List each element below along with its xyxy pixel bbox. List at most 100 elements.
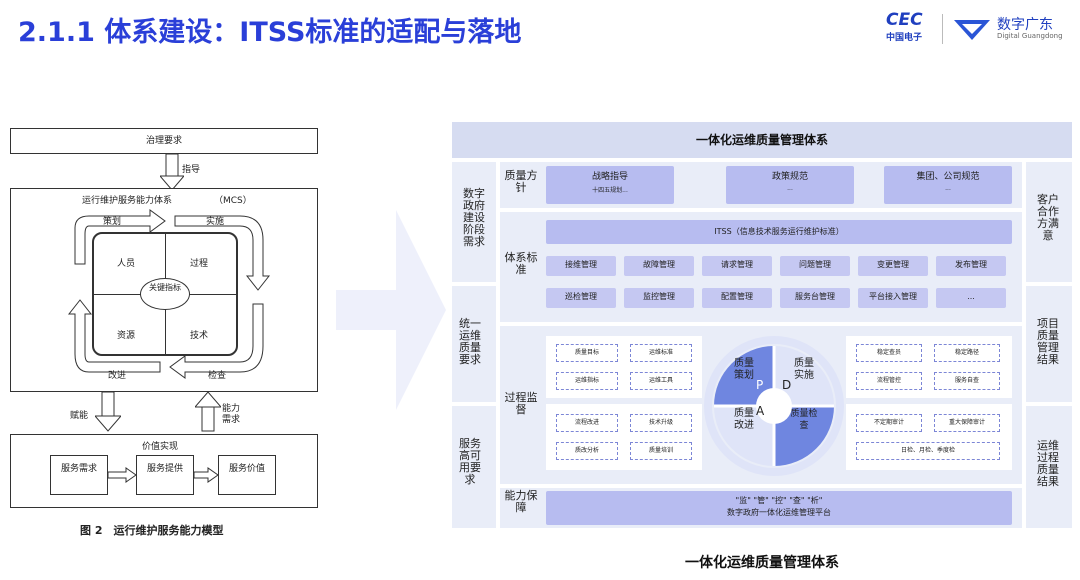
right-diagram-title-bar: 一体化运维质量管理体系 xyxy=(452,122,1072,158)
right-diagram-title: 一体化运维质量管理体系 xyxy=(695,133,828,147)
policy-group-sub: ... xyxy=(945,185,951,192)
pdca-circle-icon xyxy=(704,336,844,476)
process-item: 不定期审计 xyxy=(856,414,922,432)
right-col-block-3 xyxy=(1026,406,1072,528)
policy-regulation-sub: ... xyxy=(787,185,793,192)
process-item: 运维标准 xyxy=(630,344,692,362)
capability-bar: "监" "管" "控" "查" "析" 数字政府一体化运维管理平台 xyxy=(546,491,1012,525)
key-indicator-center: 关键指标 xyxy=(140,278,190,310)
process-item: 流程管控 xyxy=(856,372,922,390)
quality-policy-label: 质量方针 xyxy=(504,169,538,194)
service-demand-box: 服务需求 xyxy=(50,455,108,495)
improve-label: 改进 xyxy=(108,371,127,381)
pdca-act-label: 质量改进 xyxy=(734,408,754,431)
process-item: 质量目标 xyxy=(556,344,618,362)
standard-item: 接维管理 xyxy=(546,256,616,276)
digital-guangdong-logo-subtitle: Digital Guangdong xyxy=(997,32,1063,40)
standard-item: 监控管理 xyxy=(624,288,694,308)
quadrant-technology: 技术 xyxy=(190,331,209,341)
governance-box: 治理要求 xyxy=(10,128,318,154)
pdca-check-label: 质量检查 xyxy=(790,409,818,431)
standard-item: 服务台管理 xyxy=(780,288,850,308)
page-title: 2.1.1 体系建设：ITSS标准的适配与落地 xyxy=(18,17,522,48)
process-item: 日检、月检、季度检 xyxy=(856,442,1000,460)
process-item: 稳定路径 xyxy=(934,344,1000,362)
process-item: 稳定查员 xyxy=(856,344,922,362)
standard-item: 发布管理 xyxy=(936,256,1006,276)
policy-strategy: 战略指导 十四五规划... xyxy=(546,166,674,204)
standard-item: 故障管理 xyxy=(624,256,694,276)
right-diagram-caption: 一体化运维质量管理体系 xyxy=(685,555,839,571)
quadrant-personnel: 人员 xyxy=(117,259,136,269)
right-label-1: 客户合作方满意 xyxy=(1037,193,1059,242)
pdca-p: P xyxy=(756,378,764,392)
policy-strategy-title: 战略指导 xyxy=(591,172,628,182)
check-label: 检查 xyxy=(208,371,227,381)
process-item: 流程改进 xyxy=(556,414,618,432)
pdca-cycle-arrows-icon xyxy=(67,209,271,379)
standard-item: 变更管理 xyxy=(858,256,928,276)
value-title: 价值实现 xyxy=(142,442,179,452)
pdca-a: A xyxy=(756,404,765,418)
policy-group: 集团、公司规范 ... xyxy=(884,166,1012,204)
process-item: 重大保障审计 xyxy=(934,414,1000,432)
mcs-title: 运行维护服务能力体系 xyxy=(82,196,173,206)
left-label-2: 统一运维质量要求 xyxy=(459,317,481,366)
left-figure-caption: 图 2 运行维护服务能力模型 xyxy=(80,524,224,537)
flow-arrows-icon xyxy=(108,467,218,483)
quadrant-process: 过程 xyxy=(190,259,209,269)
governance-label: 治理要求 xyxy=(145,136,182,146)
digital-guangdong-logo: 数字广东 xyxy=(997,17,1053,33)
standard-item: 问题管理 xyxy=(780,256,850,276)
right-label-2: 项目质量管理结果 xyxy=(1037,317,1059,366)
cec-logo: CEC xyxy=(886,10,923,30)
guide-label: 指导 xyxy=(182,165,201,175)
implement-label: 实施 xyxy=(206,217,225,227)
plan-label: 策划 xyxy=(103,217,122,227)
pdca-c: C xyxy=(782,404,791,418)
process-item: 质量培训 xyxy=(630,442,692,460)
service-value-box: 服务价值 xyxy=(218,455,276,495)
left-label-1: 数字政府建设阶段需求 xyxy=(463,187,485,248)
policy-regulation-title: 政策规范 xyxy=(771,172,808,182)
itss-bar: ITSS（信息技术服务运行维护标准） xyxy=(546,220,1012,244)
mcs-abbr: （MCS） xyxy=(214,196,252,206)
right-col-block-1 xyxy=(1026,162,1072,282)
digital-guangdong-logo-icon xyxy=(954,20,990,40)
right-label-3: 运维过程质量结果 xyxy=(1037,439,1059,488)
standard-item: 平台接入管理 xyxy=(858,288,928,308)
guide-arrow-icon xyxy=(160,154,184,190)
standard-item: ... xyxy=(936,288,1006,308)
standard-item: 配置管理 xyxy=(702,288,772,308)
process-item: 运维指标 xyxy=(556,372,618,390)
standard-item: 巡检管理 xyxy=(546,288,616,308)
enable-label: 赋能 xyxy=(70,411,89,421)
standard-item: 请求管理 xyxy=(702,256,772,276)
demand-arrow-icon xyxy=(195,392,221,432)
right-col-block-2 xyxy=(1026,286,1072,402)
left-col-block-2 xyxy=(452,286,496,402)
pdca-do-label: 质量实施 xyxy=(794,358,814,381)
left-label-3: 服务高可用要求 xyxy=(459,437,481,486)
pdca-d: D xyxy=(782,378,792,392)
quadrant-resources: 资源 xyxy=(117,331,136,341)
process-item: 服务自查 xyxy=(934,372,1000,390)
policy-strategy-sub: 十四五规划... xyxy=(592,187,628,194)
cec-logo-subtitle: 中国电子 xyxy=(886,33,923,43)
system-standard-label: 体系标准 xyxy=(504,251,538,276)
process-item: 技术升级 xyxy=(630,414,692,432)
enable-arrow-icon xyxy=(95,392,121,432)
logo-divider xyxy=(942,14,943,44)
policy-group-title: 集团、公司规范 xyxy=(916,172,980,182)
capability-line1: "监" "管" "控" "查" "析" xyxy=(735,496,823,505)
left-col-block-1 xyxy=(452,162,496,282)
capability-demand-label: 能力需求 xyxy=(222,404,241,425)
capability-label: 能力保障 xyxy=(504,489,538,514)
policy-regulation: 政策规范 ... xyxy=(726,166,854,204)
process-supervision-label: 过程监督 xyxy=(504,391,538,416)
process-item: 运维工具 xyxy=(630,372,692,390)
transition-arrow-icon xyxy=(336,210,446,410)
process-item: 质改分析 xyxy=(556,442,618,460)
capability-line2: 数字政府一体化运维管理平台 xyxy=(727,508,831,517)
pdca-plan-label: 质量策划 xyxy=(734,358,754,381)
